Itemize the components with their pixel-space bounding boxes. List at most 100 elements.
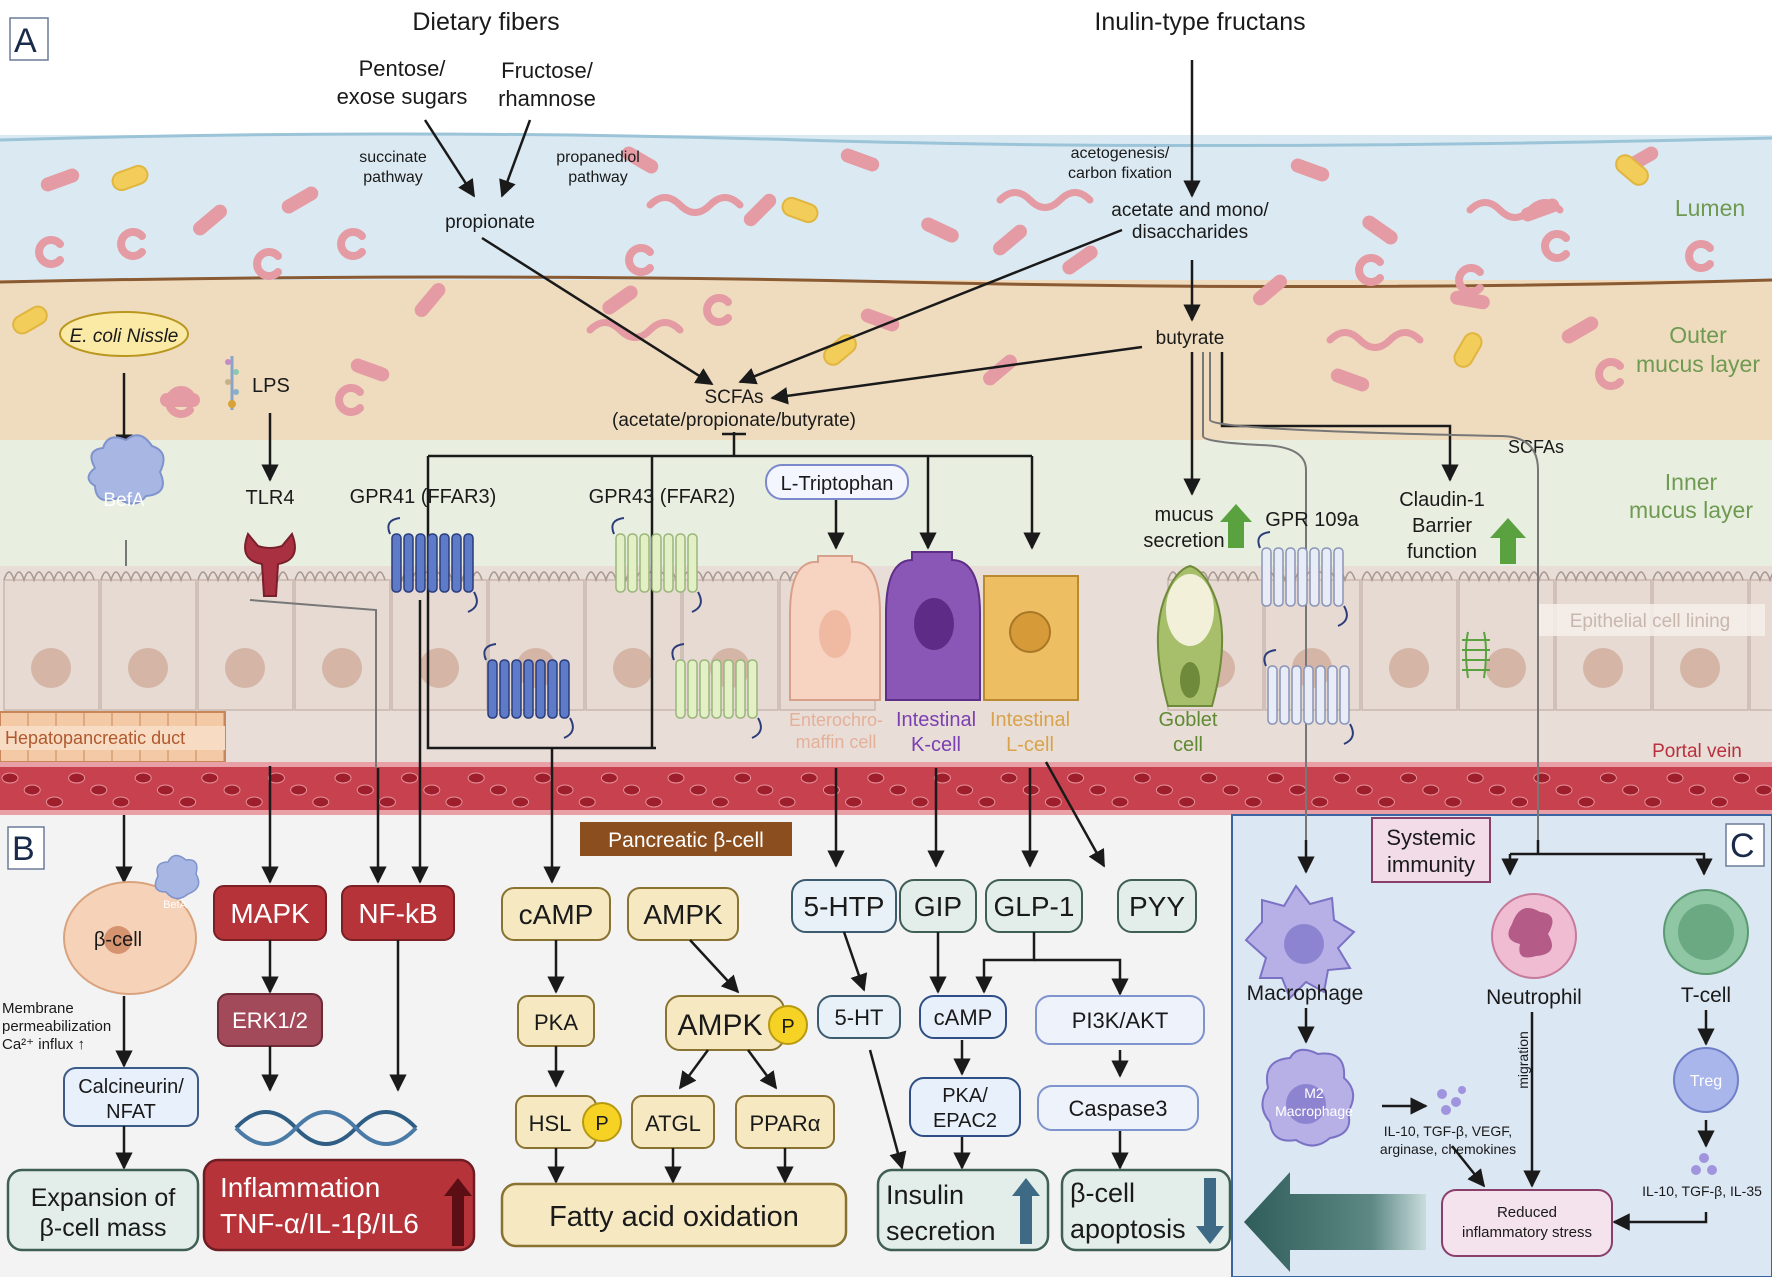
inner-mucus-label-1: Inner (1665, 469, 1718, 495)
ampk-box (627, 887, 739, 941)
l-triptophan-label: L-Triptophan (781, 473, 894, 495)
treg-label: Treg (1690, 1073, 1722, 1090)
expansion-box (6, 1168, 200, 1252)
inner-mucus-label-2: mucus layer (1629, 497, 1753, 523)
inflammation-box (202, 1158, 476, 1252)
beta-cell-label: β-cell (94, 929, 142, 951)
mucus-secretion-label-2: secretion (1143, 530, 1224, 552)
succinate-label-2: pathway (363, 169, 423, 186)
acetate-label-2: disaccharides (1132, 222, 1248, 243)
mapk-label: MAPK (230, 898, 310, 929)
portal-vein-label: Portal vein (1652, 741, 1742, 762)
reduced-stress-box (1441, 1189, 1613, 1257)
cytokines-label-1: IL-10, TGF-β, VEGF, (1384, 1123, 1512, 1139)
fatty-acid-label: Fatty acid oxidation (549, 1201, 799, 1233)
intestinal-l-cell (983, 575, 1079, 701)
outer-mucus-label-1: Outer (1669, 322, 1727, 348)
outer-mucus-label-2: mucus layer (1636, 351, 1760, 377)
big-left-arrow-icon (1244, 1172, 1426, 1272)
succinate-label-1: succinate (359, 149, 427, 166)
portal-vein (0, 766, 1772, 812)
claudin-label-2: Barrier (1412, 515, 1472, 537)
enterochromaffin-cell (789, 555, 881, 701)
pentose-label-1: Pentose/ (359, 56, 447, 81)
panel-b-arrows (115, 600, 1106, 884)
lumen-layer (0, 135, 1772, 280)
pka-epac-label-2: EPAC2 (933, 1110, 997, 1132)
propionate-label: propionate (445, 212, 535, 233)
camp2-box (919, 995, 1007, 1039)
apoptosis-label-1: β-cell (1070, 1178, 1135, 1208)
pka-epac-box (909, 1077, 1021, 1137)
membrane-label-2: permeabilization (2, 1018, 111, 1035)
ec-cell-label-2: maffin cell (796, 732, 877, 752)
panel-b-letter: B (12, 830, 35, 868)
expansion-label-1: Expansion of (31, 1184, 176, 1212)
acetogenesis-label-1: acetogenesis/ (1071, 145, 1170, 162)
calcineurin-label-1: Calcineurin/ (78, 1076, 184, 1098)
befa-small-label: BefA (163, 899, 188, 911)
lps-label: LPS (252, 375, 290, 397)
cytokine-dots (1437, 1086, 1466, 1115)
scfas-label-2: (acetate/propionate/butyrate) (612, 410, 856, 431)
atgl-label: ATGL (645, 1111, 701, 1136)
treg-icon (1673, 1047, 1739, 1113)
up-arrow-icon (1012, 1178, 1040, 1244)
propanediol-label-1: propanediol (556, 149, 640, 166)
outer-mucus-layer (0, 280, 1772, 440)
pentose-label-2: exose sugars (337, 84, 468, 109)
up-arrow-icon (1220, 504, 1252, 548)
m2-label-1: M2 (1304, 1085, 1324, 1101)
caspase-box (1037, 1085, 1199, 1131)
goblet-label-2: cell (1173, 734, 1203, 756)
pka-label: PKA (534, 1010, 578, 1035)
tlr4-label: TLR4 (246, 487, 295, 509)
ecoli-nissle (59, 311, 189, 357)
epithelial-label: Epithelial cell lining (1570, 611, 1731, 632)
macrophage-label: Macrophage (1247, 982, 1364, 1005)
apoptosis-box (1060, 1168, 1232, 1252)
top-white-area (0, 0, 1772, 135)
reduced-label-1: Reduced (1497, 1204, 1557, 1221)
up-arrow-icon (444, 1178, 472, 1246)
membrane-label-1: Membrane (2, 1000, 74, 1017)
propanediol-label-2: pathway (568, 169, 628, 186)
down-arrow-icon (1196, 1178, 1224, 1244)
neutrophil-label: Neutrophil (1486, 986, 1582, 1009)
k-cell-label-1: Intestinal (896, 709, 976, 731)
fructose-label-1: Fructose/ (501, 58, 594, 83)
inflammation-label-2: TNF-α/IL-1β/IL6 (220, 1208, 419, 1239)
lumen-label: Lumen (1675, 195, 1745, 221)
glp1-label: GLP-1 (994, 891, 1075, 922)
scfas-label-1: SCFAs (704, 387, 763, 408)
neutrophil-icon (1491, 893, 1577, 979)
inulin-label: Inulin-type fructans (1094, 8, 1305, 36)
pi3k-box (1035, 995, 1205, 1045)
gut-bacteria (12, 146, 1714, 418)
insulin-box (876, 1168, 1050, 1252)
ampk-p-label: AMPK (677, 1009, 762, 1042)
phosphate-badge (582, 1102, 622, 1142)
5htp-label: 5-HTP (804, 891, 885, 922)
claudin-label-3: function (1407, 541, 1477, 563)
befa-label: BefA (103, 490, 145, 511)
insulin-label-2: secretion (886, 1216, 996, 1246)
l-cell-label-1: Intestinal (990, 709, 1070, 731)
tlr4-receptor-icon (244, 532, 296, 597)
up-arrow-icon (1490, 518, 1526, 564)
claudin-label-1: Claudin-1 (1399, 489, 1485, 511)
pancreatic-title-box (580, 822, 792, 856)
pyy-label: PYY (1129, 891, 1185, 922)
intestinal-k-cell (885, 551, 981, 701)
hsl-label: HSL (529, 1111, 572, 1136)
m2-label-2: Macrophage (1275, 1103, 1353, 1119)
5ht-box (817, 995, 901, 1039)
systemic-immunity-box (1371, 817, 1491, 883)
gpr43-label: GPR43 (FFAR2) (589, 486, 736, 508)
pancreatic-title: Pancreatic β-cell (608, 829, 764, 852)
expansion-label-2: β-cell mass (40, 1214, 167, 1242)
acetate-label-1: acetate and mono/ (1111, 200, 1269, 221)
panel-a-letter: A (14, 22, 37, 60)
scfas-right-label: SCFAs (1508, 437, 1564, 457)
